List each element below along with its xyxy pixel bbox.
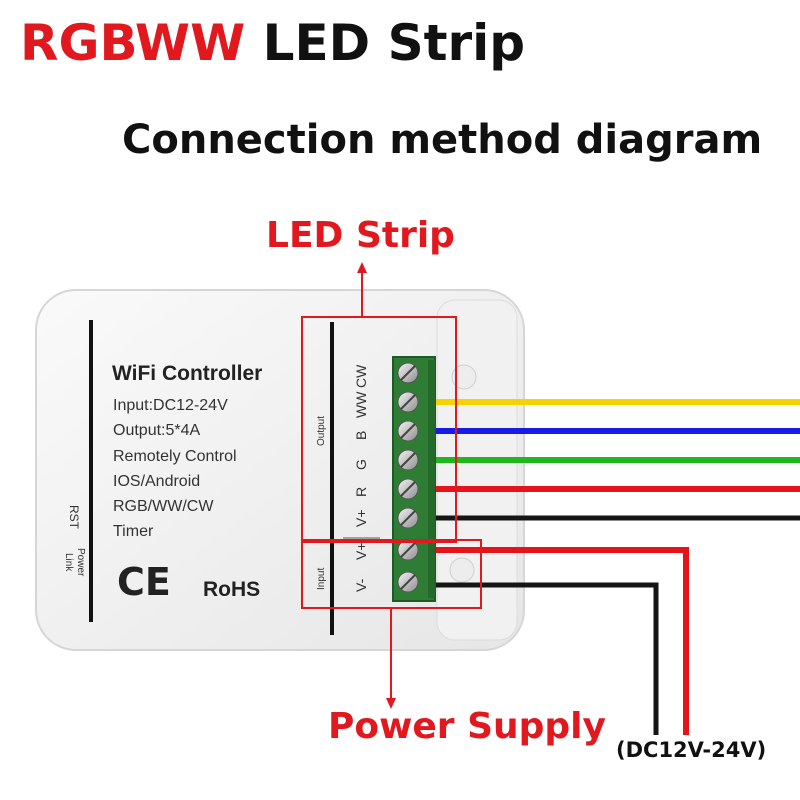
terminal-label-r: R	[353, 486, 369, 497]
terminal-label-b: B	[353, 430, 369, 440]
rst-label: RST	[67, 505, 81, 529]
spec-timer: Timer	[113, 523, 154, 540]
spec-platform: IOS/Android	[113, 473, 201, 490]
spec-input: Input:DC12-24V	[113, 397, 228, 414]
input-group-label: Input	[316, 567, 327, 590]
terminal-screws	[397, 362, 419, 593]
wire-red-input	[430, 547, 689, 735]
spec-remote: Remotely Control	[113, 448, 237, 465]
spec-channels: RGB/WW/CW	[113, 498, 214, 515]
power-link-label: Power Link	[63, 548, 86, 577]
rohs-mark: RoHS	[203, 578, 261, 601]
terminal-label-ww: WW	[353, 391, 369, 418]
terminal-label-vminus: V-	[353, 578, 369, 592]
wire-black-input	[430, 582, 659, 735]
terminal-label-cw: CW	[353, 364, 369, 388]
terminal-label-vplus-output: V+	[353, 509, 369, 527]
arrow-up-to-led-strip	[357, 262, 367, 317]
spec-output: Output:5*4A	[113, 422, 201, 439]
page-subtitle: Connection method diagram	[122, 117, 763, 163]
terminal-block	[392, 356, 436, 602]
power-supply-label: Power Supply	[328, 706, 606, 747]
wires	[430, 399, 800, 735]
led-strip-label: LED Strip	[266, 215, 455, 256]
voltage-label: (DC12V-24V)	[616, 738, 767, 762]
controller-heading: WiFi Controller	[112, 362, 263, 385]
page-title: RGBWW LED Strip	[20, 14, 525, 72]
ce-mark: CE	[117, 560, 171, 604]
output-highlight-box	[301, 316, 457, 543]
arrow-down-to-power-supply	[386, 608, 396, 709]
title-led-strip: LED Strip	[262, 14, 526, 72]
terminal-label-g: G	[353, 459, 369, 470]
output-group-label: Output	[316, 415, 327, 446]
title-rgbww: RGBWW	[20, 14, 246, 72]
terminal-label-vplus-input: V+	[353, 542, 369, 560]
